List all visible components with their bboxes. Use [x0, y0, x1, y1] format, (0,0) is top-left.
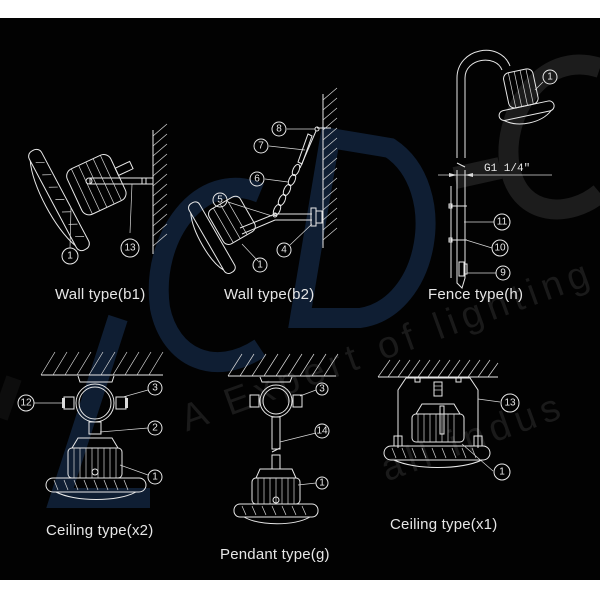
- svg-text:1: 1: [152, 472, 158, 483]
- wall-b2-drawing: 8 7 6 5 4 1: [188, 87, 338, 274]
- callout-13: 13: [500, 393, 520, 413]
- callout-10: 10: [491, 239, 509, 257]
- svg-text:5: 5: [217, 195, 223, 206]
- svg-text:1: 1: [257, 260, 263, 271]
- panel-pendant-g: 3 14 1 Pendant type(g): [200, 330, 370, 580]
- svg-text:13: 13: [504, 398, 516, 409]
- callout-13: 13: [120, 238, 140, 258]
- svg-text:9: 9: [500, 268, 506, 279]
- callout-7: 7: [253, 138, 269, 154]
- callout-3: 3: [315, 382, 329, 396]
- callout-1: 1: [493, 463, 511, 481]
- svg-text:8: 8: [276, 124, 282, 135]
- panel-fence-h: G1 1/4" 1 11 10 9 Fence type(h): [400, 18, 600, 318]
- svg-text:10: 10: [494, 243, 506, 254]
- svg-text:13: 13: [124, 243, 136, 254]
- panel-wall-b2: 8 7 6 5 4 1 Wall type(b2): [180, 18, 380, 318]
- svg-text:4: 4: [281, 245, 287, 256]
- svg-text:1: 1: [499, 467, 505, 478]
- svg-text:1: 1: [67, 251, 73, 262]
- svg-text:1: 1: [319, 478, 325, 489]
- caption-ceiling-x2: Ceiling type(x2): [46, 522, 154, 539]
- svg-text:2: 2: [152, 423, 158, 434]
- ceiling-x1-drawing: 13 1: [377, 359, 520, 481]
- svg-text:6: 6: [254, 174, 260, 185]
- caption-fence-h: Fence type(h): [428, 286, 524, 303]
- svg-text:3: 3: [152, 383, 158, 394]
- diagram-canvas: A Expert of lighting all indus: [0, 18, 600, 580]
- caption-wall-b1: Wall type(b1): [55, 286, 146, 303]
- wall-b1-drawing: 1 13: [28, 123, 168, 265]
- callout-6: 6: [249, 171, 265, 187]
- fence-h-drawing: G1 1/4" 1 11 10 9: [438, 49, 558, 289]
- callout-11: 11: [493, 213, 511, 231]
- callout-1: 1: [147, 469, 163, 485]
- panel-ceiling-x1: 13 1 Ceiling type(x1): [370, 330, 600, 580]
- callout-8: 8: [271, 121, 287, 137]
- callout-5: 5: [212, 192, 228, 208]
- callout-2: 2: [147, 420, 163, 436]
- ceiling-x2-drawing: 12 3 2 1: [17, 351, 164, 500]
- caption-wall-b2: Wall type(b2): [224, 286, 315, 303]
- pendant-g-drawing: 3 14 1: [227, 353, 339, 525]
- caption-pendant-g: Pendant type(g): [220, 546, 330, 563]
- panel-wall-b1: 1 13 Wall type(b1): [0, 18, 200, 318]
- svg-text:11: 11: [497, 217, 508, 228]
- callout-1: 1: [542, 69, 558, 85]
- svg-text:1: 1: [547, 72, 553, 83]
- callout-1: 1: [315, 476, 329, 490]
- dimension-label: G1 1/4": [484, 163, 530, 175]
- callout-1: 1: [252, 257, 268, 273]
- callout-4: 4: [276, 242, 292, 258]
- callout-1: 1: [61, 247, 79, 265]
- callout-9: 9: [495, 265, 511, 281]
- svg-text:12: 12: [20, 398, 32, 409]
- svg-text:14: 14: [316, 426, 328, 437]
- panel-ceiling-x2: 12 3 2 1 Ceiling type(x2): [0, 330, 200, 580]
- svg-text:3: 3: [319, 384, 325, 395]
- svg-text:7: 7: [258, 141, 264, 152]
- callout-14: 14: [314, 423, 330, 439]
- caption-ceiling-x1: Ceiling type(x1): [390, 516, 498, 533]
- callout-3: 3: [147, 380, 163, 396]
- callout-12: 12: [17, 394, 35, 412]
